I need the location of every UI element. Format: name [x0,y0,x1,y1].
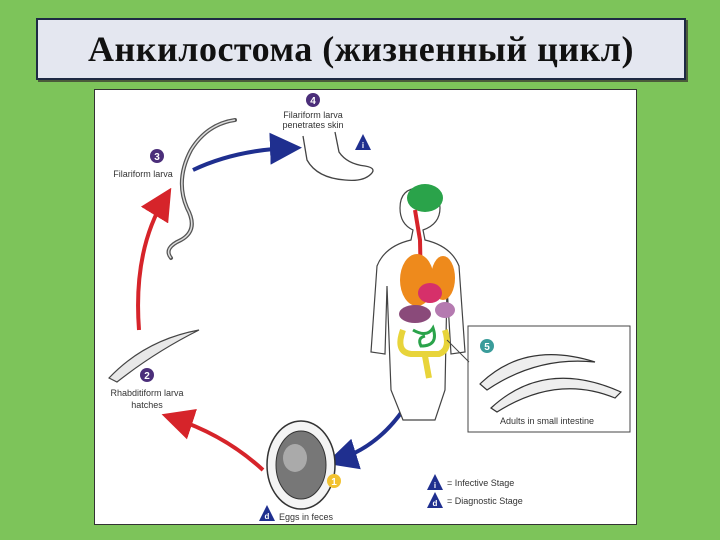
rhabditiform-larva-worm [108,329,200,383]
diagnostic-marker-eggs: d [259,505,275,521]
foot-illustration [302,131,374,182]
svg-text:3: 3 [154,152,160,163]
stage-1-label: Eggs in feces [279,512,334,522]
adult-worm-2 [490,377,623,413]
stage-4-label-line-1: Filariform larva [283,110,343,120]
svg-text:2: 2 [144,371,150,382]
stage-badge-5: 5 [480,339,494,353]
svg-text:5: 5 [484,342,490,353]
arrow-eggs-to-rhabditiform [161,409,265,472]
stage-2-label-line-2: hatches [131,400,163,410]
arrow-rhabditiform-to-filariform [136,187,172,331]
infective-marker-skin: i [355,134,371,150]
arrow-filariform-to-skin [192,132,302,172]
legend-infective: = Infective Stage [447,478,514,488]
svg-text:i: i [362,141,364,150]
stage-badge-1: 1 [327,474,341,488]
stage-5-label: Adults in small intestine [500,416,594,426]
stage-badge-3: 3 [150,149,164,163]
slide-title: Анкилостома (жизненный цикл) [88,29,634,69]
stage-4-label-line-2: penetrates skin [282,120,343,130]
filariform-larva-worm [166,118,237,260]
adult-worm-1 [479,354,596,391]
stage-badge-2: 2 [140,368,154,382]
diagram-panel: 1 2 3 4 5 i d Filariform larva penetrate… [94,89,637,525]
stage-3-label: Filariform larva [113,169,173,179]
stage-2-label-line-1: Rhabditiform larva [110,388,183,398]
svg-text:4: 4 [310,96,316,107]
life-cycle-diagram: 1 2 3 4 5 i d Filariform larva penetrate… [108,93,631,522]
svg-text:i: i [434,481,436,490]
human-body-illustration [370,184,466,421]
stage-badge-4: 4 [306,93,320,107]
svg-text:d: d [433,499,438,508]
legend: i = Infective Stage d = Diagnostic Stage [427,474,523,508]
title-box: Анкилостома (жизненный цикл) [36,18,686,80]
legend-diagnostic: = Diagnostic Stage [447,496,523,506]
svg-text:d: d [265,512,270,521]
svg-text:1: 1 [331,477,337,488]
